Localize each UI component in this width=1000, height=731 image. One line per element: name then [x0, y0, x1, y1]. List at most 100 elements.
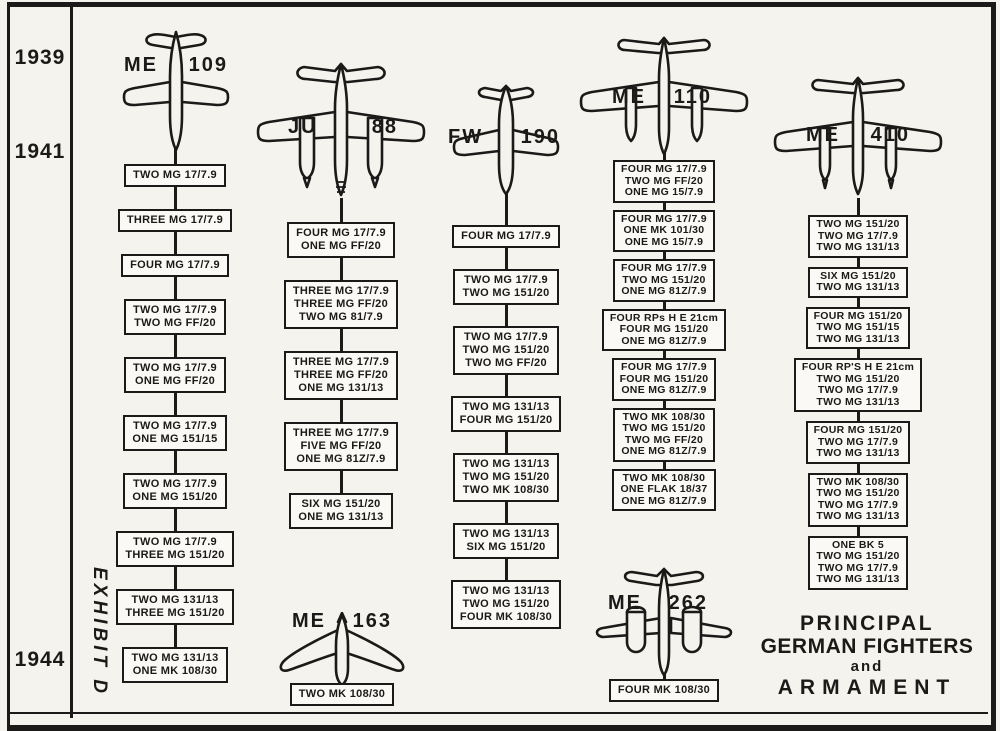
aircraft-label-me262: ME 262	[608, 592, 708, 615]
armament-line: TWO MG 151/20	[816, 218, 900, 230]
title-line-2: GERMAN FIGHTERS	[760, 635, 974, 658]
aircraft-number: 262	[668, 592, 708, 614]
armament-line: TWO MG 151/20	[622, 422, 706, 434]
armament-line: TWO MG 17/7.9	[464, 274, 548, 286]
armament-line: THREE MG 17/7.9	[292, 356, 390, 368]
me110-twin-engine-plane-icon	[579, 36, 749, 156]
armament-line: TWO MK 108/30	[298, 688, 386, 700]
armament-line: TWO MG 17/7.9	[817, 498, 899, 511]
armament-line: TWO MK 108/30	[622, 410, 706, 423]
armament-line: TWO MG 151/15	[816, 321, 900, 333]
aircraft-maker: ME	[292, 610, 326, 632]
armament-line: ONE MG 131/13	[298, 382, 384, 394]
exhibit-label: EXHIBIT D	[89, 567, 110, 697]
armament-line: FOUR RPs H E 21cm	[609, 311, 719, 324]
armament-line: TWO MG 17/7.9	[817, 561, 899, 574]
armament-line: TWO MG 17/7.9	[817, 384, 899, 396]
aircraft-maker: ME	[608, 592, 642, 614]
armament-line: SIX MG 151/20	[466, 541, 546, 553]
armament-line: FOUR MK 108/30	[617, 684, 711, 696]
year-1944: 1944	[14, 648, 66, 671]
armament-line: TWO MG 17/7.9	[133, 420, 217, 432]
armament-line: TWO MK 108/30	[462, 484, 550, 496]
armament-line: TWO MG 17/7.9	[133, 362, 217, 374]
armament-box: TWO MG 17/7.9	[124, 164, 226, 187]
armament-line: ONE MG FF/20	[134, 375, 215, 387]
armament-line: TWO MG 17/7.9	[133, 478, 217, 490]
armament-line: TWO MG 17/7.9	[817, 435, 899, 448]
armament-line: TWO MG 131/13	[462, 528, 550, 540]
me262-twin-jet-plane-icon	[595, 567, 733, 677]
armament-line: TWO MG 151/20	[622, 273, 706, 286]
armament-line: FOUR MG 17/7.9	[621, 163, 707, 175]
armament-line: THREE MG FF/20	[293, 369, 389, 381]
armament-line: FOUR MG 151/20	[619, 323, 709, 335]
armament-line: TWO MG 151/20	[462, 471, 550, 483]
armament-line: TWO MG FF/20	[624, 433, 704, 446]
armament-list-me163: TWO MK 108/30	[282, 683, 402, 706]
armament-line: FOUR MG 151/20	[459, 414, 553, 426]
armament-line: TWO MG 17/7.9	[133, 304, 217, 316]
aircraft-maker: ME	[806, 124, 840, 146]
aircraft-number: 109	[188, 54, 228, 76]
armament-line: ONE MG 15/7.9	[624, 186, 704, 198]
year-1939: 1939	[14, 46, 66, 69]
armament-line: ONE MG 81Z/7.9	[621, 384, 707, 396]
armament-line: TWO MG 151/20	[816, 372, 900, 385]
year-1941: 1941	[14, 140, 66, 163]
armament-box: TWO MK 108/30	[289, 683, 395, 706]
armament-line: ONE MG 131/13	[298, 511, 384, 523]
armament-box: FOUR MG 17/7.9	[452, 225, 560, 248]
armament-line: FOUR RP'S H E 21cm	[801, 361, 915, 373]
armament-line: TWO MG 131/13	[816, 281, 900, 293]
armament-line: SIX MG 151/20	[301, 498, 381, 510]
aircraft-number: 88	[371, 116, 398, 138]
armament-line: TWO MG 131/13	[816, 332, 900, 345]
armament-line: ONE MG 81Z/7.9	[621, 334, 707, 347]
armament-line: ONE MG 81Z/7.9	[621, 445, 707, 457]
armament-line: ONE MK 101/30	[623, 224, 705, 236]
armament-line: TWO MG 17/7.9	[133, 536, 217, 548]
me410-twin-engine-plane-icon	[773, 76, 943, 196]
armament-line: TWO MG 131/13	[816, 510, 900, 522]
armament-line: TWO MG 151/20	[462, 287, 550, 299]
timeline-divider-line	[70, 4, 73, 718]
armament-line: TWO MG 151/20	[816, 487, 900, 499]
armament-line: TWO MK 108/30	[622, 471, 706, 484]
aircraft-maker: FW	[448, 126, 484, 148]
armament-line: ONE MG 151/20	[132, 491, 218, 503]
title-line-3: and	[850, 658, 884, 675]
armament-box: FOUR MG 17/7.9	[121, 254, 229, 277]
armament-line: THREE MG 151/20	[125, 549, 225, 561]
aircraft-label-fw190: FW 190	[448, 126, 560, 149]
armament-line: TWO MG 81/7.9	[299, 311, 383, 323]
armament-line: FOUR MG 17/7.9	[621, 262, 707, 274]
armament-line: FOUR MG 17/7.9	[130, 259, 220, 271]
armament-line: TWO MG 131/13	[131, 652, 219, 664]
armament-line: ONE MG 81Z/7.9	[621, 494, 707, 507]
armament-line: FIVE MG FF/20	[300, 440, 382, 452]
armament-line: ONE MG 81Z/7.9	[296, 453, 386, 465]
bottom-inner-rule	[10, 712, 988, 714]
aircraft-label-ju88: JU 88	[288, 116, 398, 139]
armament-line: FOUR MG 17/7.9	[621, 361, 707, 373]
